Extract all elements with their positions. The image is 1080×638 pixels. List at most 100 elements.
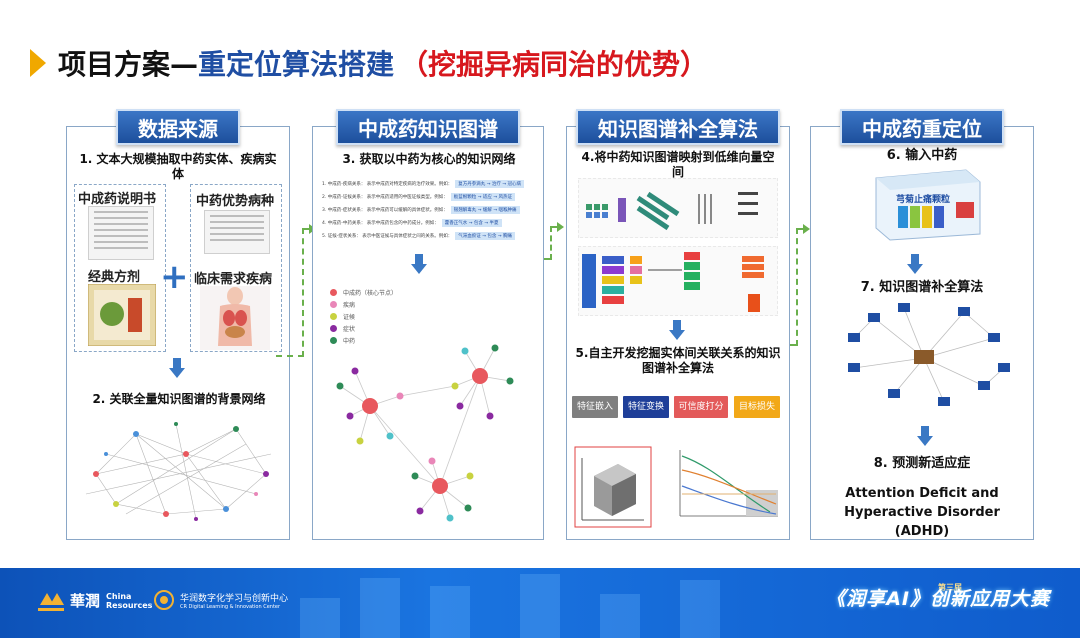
connector-line: [276, 355, 304, 357]
legend-item: 中成药（核心节点）: [330, 288, 397, 297]
legend-swatch: [330, 325, 337, 332]
relation-line: 5. 证候-症状关系： 表示中医证候与具体症状之间的关系。例如：气滞血瘀证 → …: [322, 232, 516, 240]
connector-arrow-icon: [557, 222, 564, 232]
background-network-image: [85, 422, 272, 521]
event-edition-badge: 第三届: [938, 583, 962, 592]
center-en: CR Digital Learning & Innovation Center: [180, 603, 281, 610]
title-note: （挖掘异病同治的优势）: [400, 48, 709, 81]
relation-line: 2. 中成药-证候关系： 表示中成药适用的中医证候类型。例如：板蓝根颗粒 → 适…: [322, 193, 516, 201]
down-arrow-icon: [669, 320, 685, 340]
chevron-right-icon: [30, 49, 46, 77]
predicted-indication: Attention Deficit and Hyperactive Disord…: [844, 486, 1000, 539]
title-subtitle: 重定位算法搭建: [198, 48, 395, 81]
panel-header: 知识图谱补全算法: [576, 109, 780, 145]
connector-line: [550, 226, 558, 228]
relation-text: 1. 中成药-疾病关系： 表示中成药对特定疾病的治疗效果。例如：: [322, 182, 453, 187]
connector-line: [796, 228, 804, 230]
skyline-decoration: [300, 598, 340, 638]
relation-text: 3. 中成药-症状关系： 表示中成药可以缓解的具体症状。例如：: [322, 208, 448, 213]
source-label-1: 中成药说明书: [78, 192, 157, 207]
step-4-label: 4.将中药知识图谱映射到低维向量空间: [581, 150, 775, 179]
connector-line: [544, 258, 552, 260]
herbal-knowledge-graph-image: [336, 344, 514, 522]
learning-center-mark-icon: [154, 590, 174, 610]
skyline-decoration: [360, 578, 400, 638]
legend-swatch: [330, 289, 337, 296]
skyline-decoration: [600, 594, 640, 638]
step-6-label: 6. 输入中药: [886, 148, 958, 163]
relation-text: 4. 中成药-中药关系： 表示中成药包含的中药成分。例如：: [322, 221, 439, 226]
relation-text: 5. 证候-症状关系： 表示中医证候与具体症状之间的关系。例如：: [322, 234, 453, 239]
relation-example: 复方丹参滴丸 → 治疗 → 冠心病: [455, 180, 525, 188]
disease-document-image: [204, 210, 270, 254]
legend-item: 症状: [330, 324, 355, 333]
page-title: 项目方案— 重定位算法搭建 （挖掘异病同治的优势）: [30, 38, 708, 88]
step-1-label: 1. 文本大规模抽取中药实体、疾病实体: [79, 152, 277, 181]
transform-model-diagram: [578, 246, 778, 316]
relation-example: 气滞血瘀证 → 包含 → 胸痛: [455, 232, 516, 240]
learning-center-text: 华润数字化学习与创新中心 CR Digital Learning & Innov…: [180, 591, 288, 610]
learning-center-logo: 华润数字化学习与创新中心 CR Digital Learning & Innov…: [154, 590, 288, 610]
legend-item: 证候: [330, 312, 355, 321]
plus-icon: +: [160, 257, 189, 297]
legend-swatch: [330, 313, 337, 320]
skyline-decoration: [430, 586, 470, 638]
source-label-4: 临床需求疾病: [194, 272, 273, 287]
relation-example: 银翘解毒丸 → 缓解 → 咽喉肿痛: [450, 206, 520, 214]
relation-line: 1. 中成药-疾病关系： 表示中成药对特定疾病的治疗效果。例如：复方丹参滴丸 →…: [322, 180, 525, 188]
algo-step-scoring: 可信度打分: [674, 396, 728, 418]
panel-header: 中成药知识图谱: [336, 109, 520, 145]
connector-line: [302, 228, 304, 357]
down-arrow-icon: [169, 358, 185, 378]
down-arrow-icon: [411, 254, 427, 274]
algo-step-embedding: 特征嵌入: [572, 396, 618, 418]
connector-line: [796, 228, 798, 346]
algo-step-loss: 目标损失: [734, 396, 780, 418]
legend-label: 证候: [343, 314, 356, 321]
china-resources-mark-icon: [38, 591, 64, 611]
relation-text: 2. 中成药-证候关系： 表示中成药适用的中医证候类型。例如：: [322, 195, 448, 200]
legend-label: 疾病: [343, 302, 356, 309]
embedding-model-diagram: [578, 178, 778, 238]
step-7-label: 7. 知识图谱补全算法: [860, 280, 984, 295]
down-arrow-icon: [907, 254, 923, 274]
relation-example: 板蓝根颗粒 → 适应 → 风热证: [450, 193, 516, 201]
source-label-3: 经典方剂: [88, 270, 141, 285]
panel-header: 中成药重定位: [840, 109, 1004, 145]
algo-step-transform: 特征变换: [623, 396, 669, 418]
step-2-label: 2. 关联全量知识图谱的背景网络: [92, 392, 266, 406]
source-box-left: [74, 184, 166, 352]
legend-item: 中药: [330, 336, 355, 345]
relation-line: 3. 中成药-症状关系： 表示中成药可以缓解的具体症状。例如：银翘解毒丸 → 缓…: [322, 206, 520, 214]
skyline-decoration: [520, 574, 560, 638]
drug-box-graphic: [875, 169, 981, 241]
brand-cn: 華潤: [70, 592, 101, 610]
completion-graph-image: [848, 303, 1010, 406]
brand-en-line1: China: [106, 591, 132, 601]
skyline-decoration: [680, 580, 720, 638]
event-title: 《润享AI》创新应用大赛: [826, 588, 1050, 610]
relation-example: 藿香正气水 → 包含 → 半夏: [441, 219, 502, 227]
legend-label: 症状: [343, 326, 356, 333]
panel-header: 数据来源: [116, 109, 240, 145]
connector-line: [550, 226, 552, 260]
relation-line: 4. 中成药-中药关系： 表示中成药包含的中药成分。例如：藿香正气水 → 包含 …: [322, 219, 502, 227]
step-8-label: 8. 预测新适应症: [873, 456, 971, 471]
source-box-right: [190, 184, 282, 352]
source-label-2: 中药优势病种: [196, 194, 275, 209]
legend-label: 中成药（核心节点）: [343, 290, 398, 297]
step-3-label: 3. 获取以中药为核心的知识网络: [342, 152, 516, 166]
legend-item: 疾病: [330, 300, 355, 309]
legend-swatch: [330, 301, 337, 308]
legend-label: 中药: [343, 338, 356, 345]
classic-formula-book-image: [88, 284, 156, 346]
loss-curve-chart: [670, 446, 782, 526]
connector-line: [302, 228, 310, 230]
drug-package-image: 芎菊止痛颗粒: [870, 168, 982, 242]
legend-swatch: [330, 337, 337, 344]
center-cn: 华润数字化学习与创新中心: [180, 593, 289, 604]
title-main: 项目方案—: [58, 48, 199, 81]
